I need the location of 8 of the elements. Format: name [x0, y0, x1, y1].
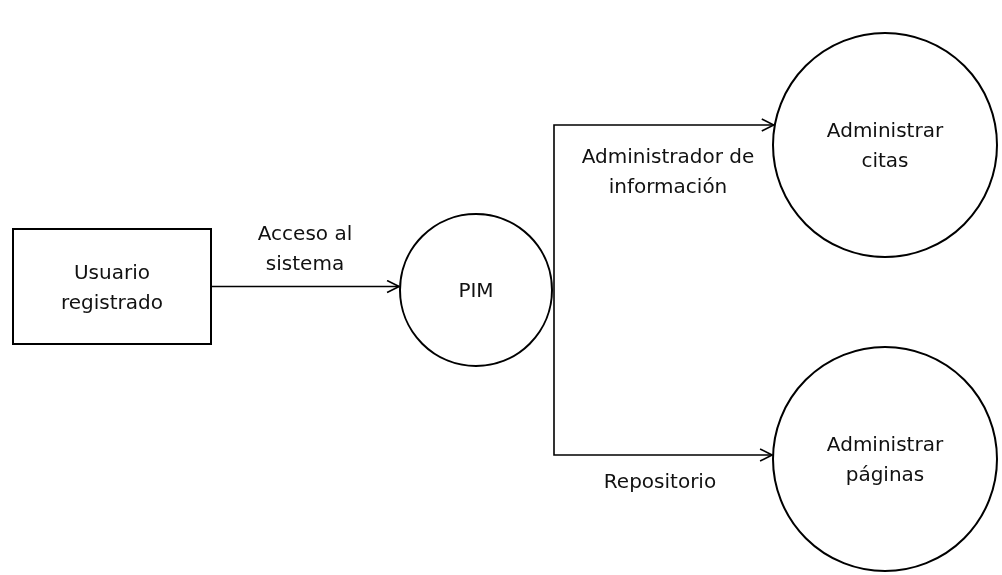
node-label: Usuario registrado: [60, 258, 164, 316]
arrow: [553, 289, 773, 462]
node-label: Administrar citas: [825, 117, 945, 174]
arrow: [211, 279, 400, 294]
entity-box: [12, 228, 212, 345]
arrow: [553, 118, 775, 291]
node-label: PIM: [458, 277, 494, 304]
node-label: Administrar páginas: [825, 431, 945, 488]
